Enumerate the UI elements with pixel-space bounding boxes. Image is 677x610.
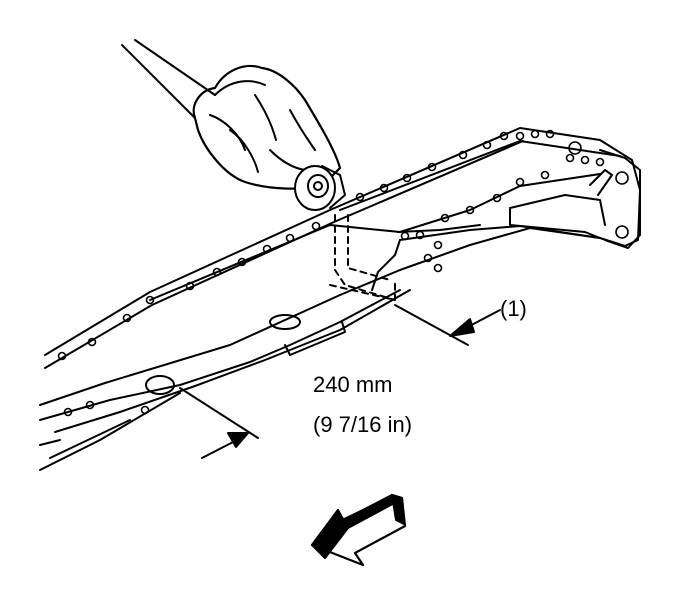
front-direction-arrow-icon bbox=[310, 493, 407, 567]
callout-leader-arrow bbox=[449, 309, 501, 337]
dimension-metric: 240 mm bbox=[313, 372, 393, 397]
gloved-hand-icon bbox=[121, 39, 342, 190]
cutoff-wheel-icon bbox=[294, 165, 346, 211]
frame-rail bbox=[39, 127, 641, 471]
dimension-arrow bbox=[201, 432, 249, 459]
callout-label: (1) bbox=[500, 296, 527, 321]
dimension-imperial: (9 7/16 in) bbox=[313, 412, 413, 437]
